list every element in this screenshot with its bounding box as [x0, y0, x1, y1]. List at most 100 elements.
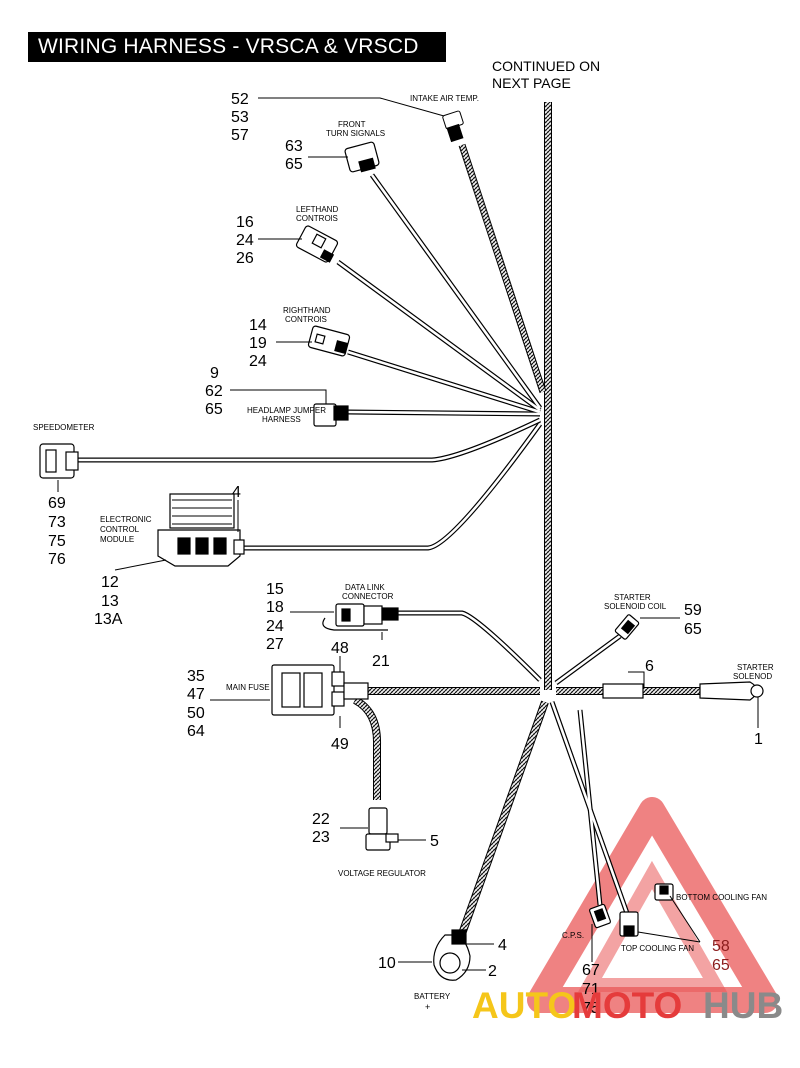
svg-text:48: 48 — [331, 640, 349, 657]
leader-lines — [57, 97, 759, 971]
ref-headlamp-jumper: 9 62 65 HEADLAMP JUMPER HARNESS — [205, 365, 326, 424]
continued-line-2: NEXT PAGE — [492, 75, 571, 91]
svg-text:13A: 13A — [94, 611, 123, 628]
svg-text:24: 24 — [236, 232, 254, 249]
svg-text:HEADLAMP JUMPER: HEADLAMP JUMPER — [247, 406, 326, 415]
continued-note: CONTINUED ON NEXT PAGE — [492, 58, 600, 92]
ref-battery: 10 4 2 BATTERY + — [378, 937, 507, 1012]
svg-text:CONTROlS: CONTROlS — [285, 315, 327, 324]
ref-speedometer: SPEEDOMETER 69 73 75 76 — [33, 423, 95, 568]
watermark-logo-mark — [527, 797, 778, 1013]
svg-text:TURN SIGNALS: TURN SIGNALS — [326, 129, 385, 138]
svg-text:MOTO: MOTO — [572, 985, 682, 1026]
svg-text:STARTER: STARTER — [614, 593, 651, 602]
svg-text:49: 49 — [331, 736, 349, 753]
svg-text:76: 76 — [48, 551, 66, 568]
svg-text:5: 5 — [430, 833, 439, 850]
svg-text:75: 75 — [582, 1000, 600, 1017]
svg-text:16: 16 — [236, 214, 254, 231]
ref-starter-solenoid: STARTER SOLENOD 6 1 — [645, 658, 774, 748]
svg-text:VOLTAGE REGULATOR: VOLTAGE REGULATOR — [338, 869, 426, 878]
svg-text:52: 52 — [231, 91, 249, 108]
svg-text:RIGHTHAND: RIGHTHAND — [283, 306, 331, 315]
svg-text:62: 62 — [205, 383, 223, 400]
ref-front-turn-signals: 63 65 FRONT TURN SIGNALS — [285, 120, 385, 173]
svg-text:13: 13 — [101, 593, 119, 610]
svg-text:47: 47 — [187, 686, 205, 703]
righthand-controls-connector — [307, 325, 351, 357]
ref-voltage-regulator: 22 23 5 VOLTAGE REGULATOR — [312, 811, 439, 878]
page-title: WIRING HARNESS - VRSCA & VRSCD — [28, 32, 446, 62]
svg-text:65: 65 — [205, 401, 223, 418]
starter-solenoid-coil-connector — [614, 614, 640, 640]
ref-starter-solenoid-coil: STARTER SOLENOID COIL 59 65 — [604, 593, 702, 638]
svg-text:HARNESS: HARNESS — [262, 415, 301, 424]
svg-text:DATA LINK: DATA LINK — [345, 583, 385, 592]
ref-ecm: 4 ELECTRONIC CONTROL MODULE 12 13 13A — [94, 484, 241, 628]
svg-text:AUTO: AUTO — [472, 985, 576, 1026]
svg-text:10: 10 — [378, 955, 396, 972]
battery-terminal — [433, 929, 471, 981]
svg-text:INTAKE AIR TEMP.: INTAKE AIR TEMP. — [410, 94, 479, 103]
svg-text:LEFTHAND: LEFTHAND — [296, 205, 338, 214]
svg-text:24: 24 — [266, 618, 284, 635]
svg-text:SPEEDOMETER: SPEEDOMETER — [33, 423, 95, 432]
svg-text:65: 65 — [285, 156, 303, 173]
ref-lefthand-controls: 16 24 26 LEFTHAND CONTROlS — [236, 205, 338, 267]
lefthand-controls-connector — [295, 225, 339, 263]
svg-text:4: 4 — [498, 937, 507, 954]
svg-text:65: 65 — [712, 957, 730, 974]
ref-cps: C.P.S. 67 71 75 — [562, 931, 600, 1017]
ref-data-link: DATA LINK CONNECTOR 15 18 24 27 21 — [266, 581, 394, 670]
starter-solenoid-connector — [602, 681, 764, 701]
svg-text:22: 22 — [312, 811, 330, 828]
cps-connector — [589, 903, 611, 929]
continued-line-1: CONTINUED ON — [492, 58, 601, 74]
svg-text:MODULE: MODULE — [100, 535, 134, 544]
svg-text:35: 35 — [187, 668, 205, 685]
svg-text:SOLENOID COIL: SOLENOID COIL — [604, 602, 667, 611]
svg-text:63: 63 — [285, 138, 303, 155]
svg-text:FRONT: FRONT — [338, 120, 366, 129]
svg-text:STARTER: STARTER — [737, 663, 774, 672]
svg-text:26: 26 — [236, 250, 254, 267]
svg-text:19: 19 — [249, 335, 267, 352]
svg-text:24: 24 — [249, 353, 267, 370]
svg-text:MAIN FUSE: MAIN FUSE — [226, 683, 270, 692]
svg-text:BOTTOM COOLING FAN: BOTTOM COOLING FAN — [676, 893, 767, 902]
svg-text:HUB: HUB — [703, 985, 783, 1026]
svg-text:14: 14 — [249, 317, 267, 334]
voltage-regulator-connector — [365, 807, 399, 851]
svg-text:15: 15 — [266, 581, 284, 598]
ecm-module — [157, 493, 245, 567]
svg-text:2: 2 — [488, 963, 497, 980]
main-fuse-block — [271, 664, 369, 716]
svg-text:SOLENOD: SOLENOD — [733, 672, 772, 681]
svg-text:9: 9 — [210, 365, 219, 382]
svg-text:50: 50 — [187, 705, 205, 722]
svg-text:53: 53 — [231, 109, 249, 126]
svg-text:71: 71 — [582, 981, 600, 998]
svg-text:75: 75 — [48, 533, 66, 550]
ref-intake-air-temp: 52 53 57 INTAKE AIR TEMP. — [231, 91, 479, 144]
svg-text:4: 4 — [232, 484, 241, 501]
ref-righthand-controls: 14 19 24 RIGHTHAND CONTROlS — [249, 306, 331, 370]
svg-text:TOP COOLING FAN: TOP COOLING FAN — [621, 944, 694, 953]
svg-text:21: 21 — [372, 653, 390, 670]
wire-branches-inner — [78, 174, 630, 917]
svg-text:69: 69 — [48, 495, 66, 512]
svg-text:58: 58 — [712, 938, 730, 955]
svg-text:CONTROlS: CONTROlS — [296, 214, 338, 223]
speedometer-connector — [39, 443, 79, 479]
ref-cooling-fans: BOTTOM COOLING FAN TOP COOLING FAN 58 65 — [621, 893, 767, 974]
svg-text:18: 18 — [266, 599, 284, 616]
svg-text:12: 12 — [101, 574, 119, 591]
svg-text:57: 57 — [231, 127, 249, 144]
bottom-cooling-fan-connector — [654, 883, 674, 901]
svg-text:64: 64 — [187, 723, 205, 740]
data-link-connector — [322, 603, 399, 631]
svg-text:C.P.S.: C.P.S. — [562, 931, 584, 940]
svg-text:27: 27 — [266, 636, 284, 653]
